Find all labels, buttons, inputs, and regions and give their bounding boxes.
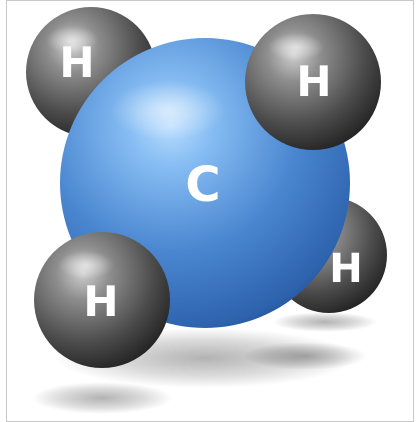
shadow-hydrogen-bottom-left	[32, 382, 172, 414]
hydrogen-label-bottom-left: H	[83, 277, 118, 326]
hydrogen-label-top-left: H	[59, 38, 94, 87]
hydrogen-label-right: H	[329, 246, 362, 292]
hydrogen-atom-top-right: H	[245, 14, 381, 150]
carbon-label: C	[185, 157, 220, 213]
shadow-hydrogen-right	[243, 342, 367, 370]
shadow-hydrogen-right-2	[273, 312, 377, 332]
hydrogen-atom-bottom-left: H	[34, 232, 170, 368]
hydrogen-label-top-right: H	[296, 57, 331, 106]
